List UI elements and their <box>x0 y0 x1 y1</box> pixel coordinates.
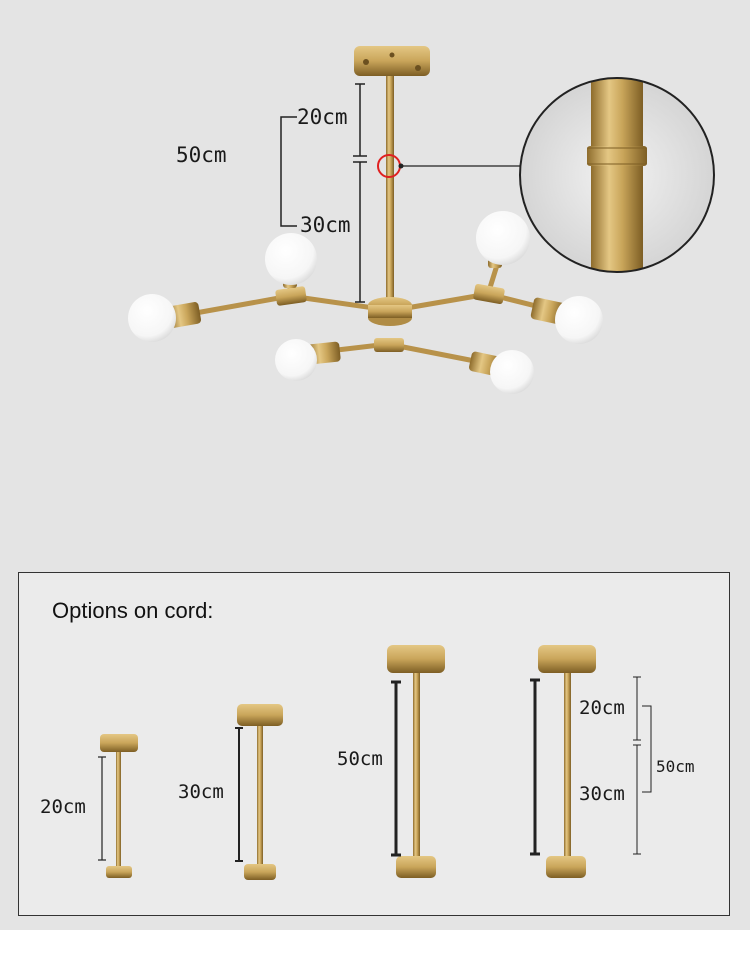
option-combined-bottom-label: 30cm <box>579 783 625 805</box>
option-30cm-label: 30cm <box>178 781 224 803</box>
globe-upper-right <box>476 211 530 265</box>
option-combined-top-label: 20cm <box>579 697 625 719</box>
bottom-strip <box>0 930 750 963</box>
globe-lower-right <box>490 350 534 394</box>
arm-joints <box>275 283 505 352</box>
option-combined-total-label: 50cm <box>656 757 695 776</box>
option-30cm <box>235 704 283 880</box>
down-rod <box>386 76 394 304</box>
option-combined <box>530 645 652 878</box>
option-20cm-label: 20cm <box>40 796 86 818</box>
zoom-inset <box>519 77 715 273</box>
lower-length-label: 30cm <box>300 213 351 237</box>
option-20cm <box>98 734 138 878</box>
center-hub <box>368 297 412 326</box>
options-title: Options on cord: <box>52 598 214 623</box>
globe-lower-left <box>275 339 317 381</box>
total-length-label: 50cm <box>176 143 227 167</box>
globe-upper-left <box>265 233 317 285</box>
ceiling-canopy <box>354 46 430 76</box>
globe-left <box>128 294 176 342</box>
dimension-brackets <box>280 83 367 303</box>
option-50cm-label: 50cm <box>337 748 383 770</box>
globe-right <box>555 296 603 344</box>
glass-globes <box>128 211 603 394</box>
option-50cm <box>387 645 445 878</box>
upper-length-label: 20cm <box>297 105 348 129</box>
